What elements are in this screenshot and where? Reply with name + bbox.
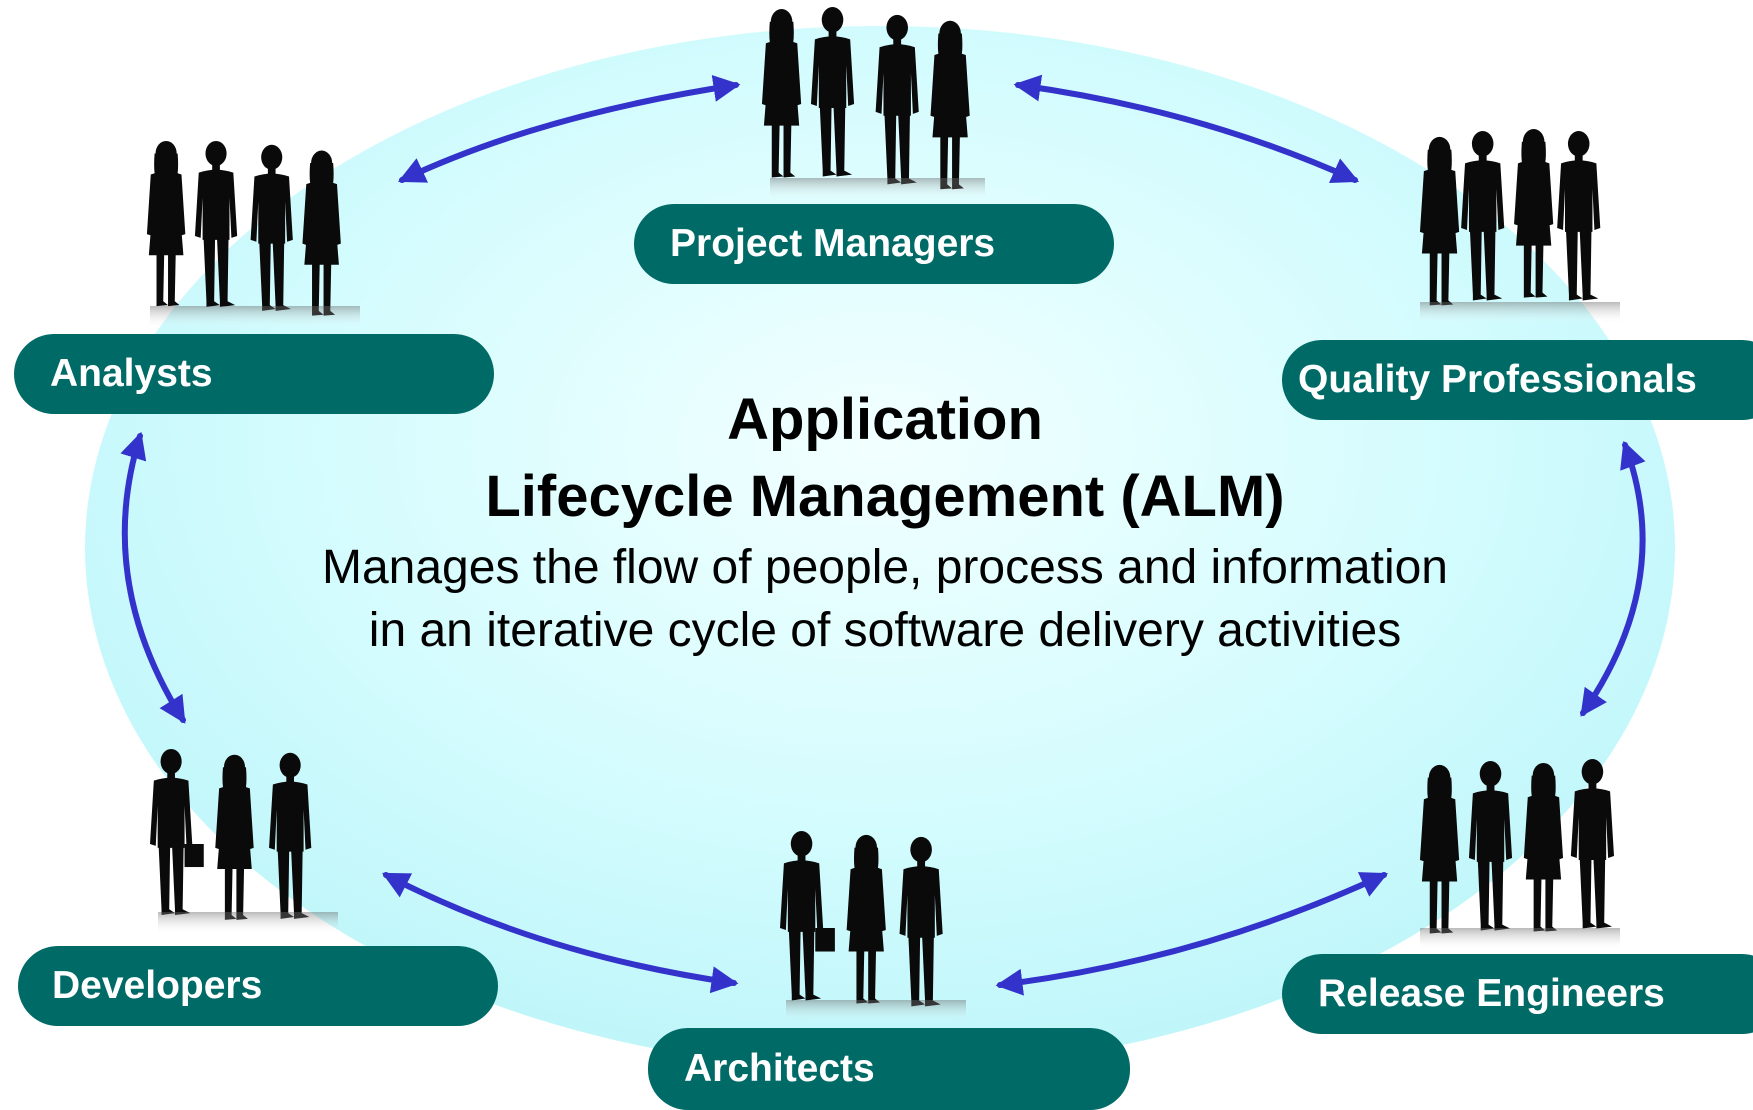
role-developers-label: Developers (52, 964, 263, 1007)
role-architects: Architects (648, 1028, 1130, 1110)
arrow-project-managers-quality (1013, 74, 1360, 184)
cycle-arrows (120, 74, 1646, 996)
role-quality-professionals-label: Quality Professionals (1298, 358, 1697, 401)
role-developers: Developers (18, 946, 498, 1026)
role-architects-label: Architects (684, 1047, 875, 1090)
developers-reflection (158, 912, 338, 934)
analysts-reflection (150, 306, 360, 328)
role-project-managers-label: Project Managers (670, 222, 996, 265)
role-analysts-label: Analysts (50, 352, 213, 395)
developers-people (150, 748, 312, 920)
arrow-analysts-developers (120, 431, 186, 724)
diagram-title-line1: Application (727, 387, 1043, 452)
arrow-developers-architects (382, 872, 739, 994)
diagram-title-line2: Lifecycle Management (ALM) (485, 464, 1285, 529)
quality-professionals-reflection (1420, 302, 1620, 324)
lifecycle-ellipse (85, 26, 1675, 1070)
role-analysts: Analysts (14, 334, 494, 414)
arrow-quality-release (1580, 440, 1646, 717)
project-managers-reflection (770, 178, 985, 200)
diagram-subtitle-line1: Manages the flow of people, process and … (321, 541, 1448, 594)
arrow-architects-release (995, 872, 1389, 996)
role-release-engineers: Release Engineers (1282, 954, 1753, 1034)
release-engineers-reflection (1420, 928, 1620, 950)
architects-reflection (786, 1000, 966, 1022)
diagram-subtitle-line2: in an iterative cycle of software delive… (368, 604, 1402, 657)
role-quality-professionals: Quality Professionals (1282, 340, 1753, 420)
role-release-engineers-label: Release Engineers (1318, 972, 1665, 1015)
arrow-analysts-project-managers (397, 75, 741, 183)
role-project-managers: Project Managers (634, 204, 1114, 284)
